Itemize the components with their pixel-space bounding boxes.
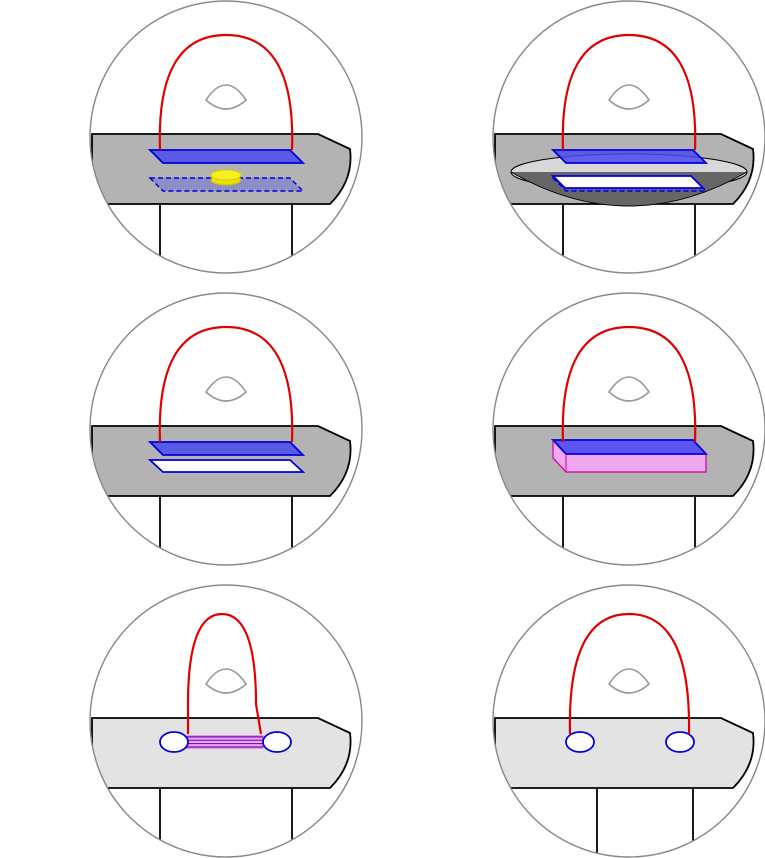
yellow-disk-top bbox=[210, 169, 242, 181]
panel-4 bbox=[492, 292, 765, 566]
sphere-outline bbox=[89, 584, 363, 858]
panel-6 bbox=[492, 584, 765, 858]
blue-rectangle bbox=[550, 149, 709, 164]
prism-top bbox=[550, 439, 709, 455]
red-arc bbox=[158, 33, 294, 151]
panel-content bbox=[91, 612, 352, 857]
panel-2 bbox=[492, 0, 765, 274]
panel-3 bbox=[89, 292, 363, 566]
sheet bbox=[91, 717, 352, 789]
red-arc bbox=[561, 325, 697, 443]
eye-icon bbox=[607, 84, 651, 110]
eye-icon bbox=[204, 668, 248, 694]
panel-content bbox=[91, 325, 352, 565]
blue-circle-1 bbox=[159, 731, 189, 753]
white-slit bbox=[550, 175, 706, 189]
blue-rectangle bbox=[147, 441, 306, 456]
panel-content bbox=[494, 325, 755, 565]
pink-band bbox=[184, 735, 264, 749]
blue-circle-2 bbox=[262, 731, 292, 753]
eye-icon bbox=[607, 376, 651, 402]
sphere-outline bbox=[492, 0, 765, 274]
blue-circle-1 bbox=[565, 731, 595, 753]
sphere-outline bbox=[89, 292, 363, 566]
red-arc bbox=[568, 612, 691, 735]
sphere-outline bbox=[89, 0, 363, 274]
blue-circle-2 bbox=[665, 731, 695, 753]
panel-content bbox=[494, 612, 755, 857]
sphere-outline bbox=[492, 292, 765, 566]
panel-content bbox=[91, 33, 352, 273]
red-arc bbox=[561, 33, 697, 151]
sphere-outline bbox=[492, 584, 765, 858]
blue-rectangle bbox=[147, 149, 306, 164]
panel-1 bbox=[89, 0, 363, 274]
panel-content bbox=[494, 33, 755, 273]
white-slit bbox=[147, 459, 306, 473]
eye-icon bbox=[607, 668, 651, 694]
red-arc bbox=[186, 612, 263, 735]
panel-5 bbox=[89, 584, 363, 858]
red-arc bbox=[158, 325, 294, 443]
eye-icon bbox=[204, 84, 248, 110]
sheet bbox=[91, 133, 352, 205]
eye-icon bbox=[204, 376, 248, 402]
sheet bbox=[494, 717, 755, 789]
